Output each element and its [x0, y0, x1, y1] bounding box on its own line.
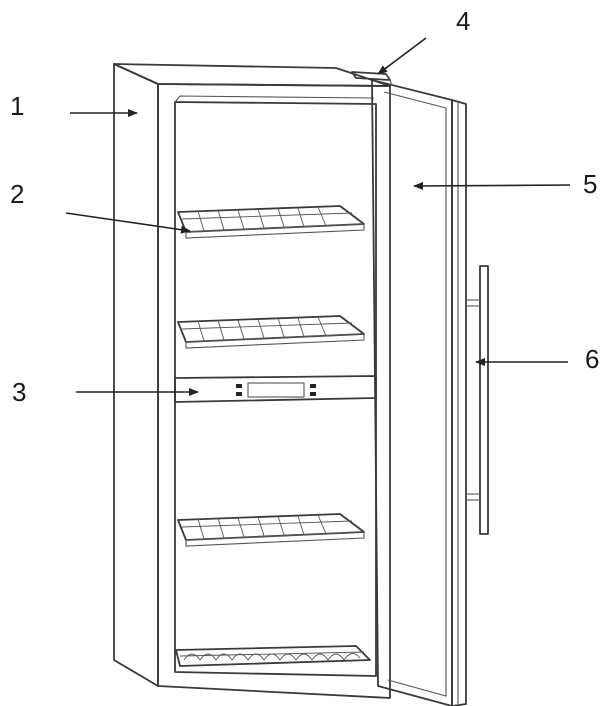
callout-arrow-4	[377, 37, 427, 75]
callout-label-4: 4	[456, 6, 470, 36]
control-button-left-bottom	[236, 392, 242, 396]
interior-back-edge	[174, 95, 375, 103]
cabinet-top	[113, 63, 391, 87]
shelf-2	[177, 315, 365, 349]
control-button-right-top	[310, 384, 316, 388]
shelf-1	[177, 205, 365, 239]
control-panel	[174, 375, 377, 403]
callout-label-3: 3	[12, 377, 26, 407]
cabinet-front-frame	[157, 83, 391, 699]
cabinet-interior	[174, 101, 377, 677]
callout-label-5: 5	[583, 169, 597, 199]
control-display	[247, 382, 305, 398]
control-button-right-bottom	[310, 392, 316, 396]
callout-label-1: 1	[10, 91, 24, 121]
callout-arrow-2	[65, 212, 191, 234]
callout-label-2: 2	[10, 179, 24, 209]
control-button-left-top	[236, 384, 242, 388]
cabinet-side-panel	[113, 63, 159, 687]
callout-arrow-5	[413, 181, 571, 190]
door-hinge	[351, 71, 393, 87]
shelf-3	[177, 513, 365, 547]
door	[371, 79, 467, 706]
callout-label-6: 6	[585, 344, 599, 374]
bottom-rack	[175, 645, 371, 667]
door-handle	[466, 265, 489, 535]
